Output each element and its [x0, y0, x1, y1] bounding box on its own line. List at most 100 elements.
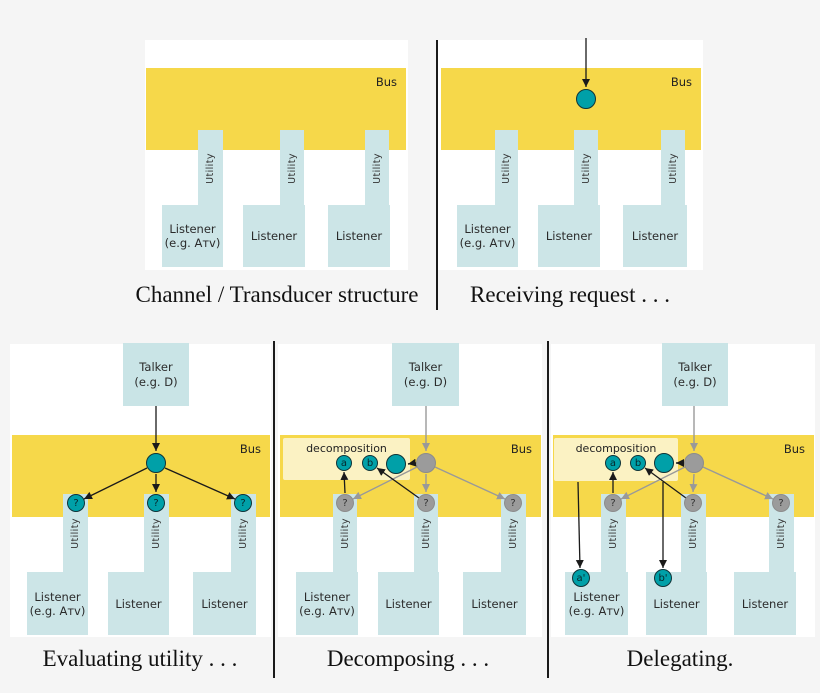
listener-body: Listener: [623, 205, 687, 267]
utility-label: Utility: [339, 518, 351, 549]
utility-query-dot-inactive: ?: [684, 494, 702, 512]
delegated-b-label: b': [658, 572, 668, 584]
utility-label: Utility: [501, 152, 512, 184]
listener-label: Listener: [741, 596, 789, 611]
listener-label: Listener: [545, 229, 593, 243]
listener-utility-stem: Utility: [495, 130, 518, 206]
caption-decomposing: Decomposing . . .: [326, 646, 490, 671]
caption-receiving-request: Receiving request . . .: [470, 282, 670, 307]
utility-label: Utility: [238, 518, 249, 549]
utility-label: Utility: [580, 152, 592, 184]
listener-label: Listener: [169, 222, 216, 236]
listener-label: Listener: [34, 589, 81, 604]
listener-body: Listener(e.g. Aᴛᴠ): [27, 572, 88, 635]
part-b-label: b: [366, 457, 374, 469]
question-label: ?: [778, 497, 784, 509]
listener-label: Listener: [464, 222, 511, 236]
utility-label: Utility: [667, 152, 679, 184]
request-dot: [576, 89, 596, 109]
question-label: ?: [510, 497, 516, 509]
utility-label: Utility: [205, 152, 216, 184]
listener-utility-stem: Utility: [280, 130, 304, 206]
listener-body: Listener: [108, 572, 169, 635]
bus-label: Bus: [670, 75, 692, 89]
utility-label: Utility: [420, 518, 432, 549]
question-label: ?: [690, 497, 696, 509]
listener-body: Listener: [328, 205, 390, 267]
panel-divider: [436, 40, 438, 310]
listener-label: Listener: [385, 596, 432, 611]
listener-label: Listener: [335, 229, 383, 243]
question-label: ?: [240, 497, 246, 509]
bus-label: Bus: [783, 442, 805, 456]
caption-delegating: Delegating.: [626, 646, 734, 671]
talker-eg-label: (e.g. D): [403, 374, 448, 389]
talker-eg-label: (e.g. D): [673, 374, 717, 389]
listener-utility-stem: Utility: [198, 130, 223, 206]
part-a-label: a: [609, 457, 617, 469]
listener-body: Listener: [243, 205, 305, 267]
talker-label: Talker: [139, 359, 173, 374]
utility-query-dot-inactive: ?: [336, 494, 354, 512]
part-b-label: b: [634, 457, 642, 469]
utility-query-dot-inactive: ?: [772, 494, 790, 512]
utility-query-dot: ?: [234, 494, 252, 512]
listener-body: Listener(e.g. Aᴛᴠ): [296, 572, 358, 635]
delegated-a-label: a': [576, 572, 586, 584]
utility-label: Utility: [508, 518, 519, 549]
talker-box: Talker (e.g. D): [123, 343, 189, 406]
decomposition-label: decomposition: [575, 442, 657, 455]
request-dot-inactive: [684, 453, 704, 473]
panel-divider: [273, 341, 275, 678]
utility-label: Utility: [371, 152, 383, 184]
utility-query-dot-inactive: ?: [604, 494, 622, 512]
talker-box: Talker (e.g. D): [392, 343, 459, 406]
bus-label: Bus: [510, 442, 532, 456]
part-a-dot: a: [336, 455, 352, 471]
listener-eg-label: (e.g. Aᴛᴠ): [459, 236, 516, 250]
utility-label: Utility: [688, 518, 699, 549]
delegated-b-dot: b': [654, 569, 672, 587]
listener-body: Listener: [378, 572, 439, 635]
listener-body: Listener: [463, 572, 526, 635]
talker-box: Talker (e.g. D): [662, 343, 728, 406]
question-label: ?: [423, 497, 429, 509]
utility-label: Utility: [286, 152, 298, 184]
listener-utility-stem: Utility: [661, 130, 685, 206]
decomposition-label: decomposition: [306, 442, 387, 455]
request-part-dot: [654, 453, 674, 473]
utility-label: Utility: [151, 518, 162, 549]
listener-utility-stem: Utility: [365, 130, 389, 206]
caption-evaluating-utility: Evaluating utility . . .: [42, 646, 238, 671]
question-label: ?: [73, 497, 79, 509]
listener-label: Listener: [471, 596, 518, 611]
listener-eg-label: (e.g. Aᴛᴠ): [29, 603, 86, 618]
utility-query-dot-inactive: ?: [417, 494, 435, 512]
listener-body: Listener: [538, 205, 600, 267]
part-b-dot: b: [630, 455, 646, 471]
listener-label: Listener: [653, 596, 700, 611]
part-b-dot: b: [362, 455, 378, 471]
utility-query-dot-inactive: ?: [504, 494, 522, 512]
listener-eg-label: (e.g. Aᴛᴠ): [299, 603, 355, 618]
listener-body: Listener(e.g. Aᴛᴠ): [457, 205, 518, 267]
bus-label: Bus: [239, 442, 261, 456]
caption-channel-structure: Channel / Transducer structure: [135, 282, 419, 307]
panel-divider: [547, 341, 549, 678]
question-label: ?: [610, 497, 616, 509]
bus-bar: Bus: [146, 68, 406, 150]
talker-label: Talker: [408, 359, 443, 374]
listener-eg-label: (e.g. Aᴛᴠ): [164, 236, 221, 250]
listener-eg-label: (e.g. Aᴛᴠ): [568, 603, 625, 618]
listener-body: Listener(e.g. Aᴛᴠ): [162, 205, 223, 267]
utility-label: Utility: [776, 518, 787, 549]
utility-label: Utility: [608, 518, 619, 549]
bus-bar: Bus: [441, 68, 701, 150]
request-part-dot: [386, 454, 406, 474]
utility-label: Utility: [70, 518, 81, 549]
listener-label: Listener: [303, 589, 351, 604]
listener-label: Listener: [201, 596, 248, 611]
utility-query-dot: ?: [67, 494, 85, 512]
listener-label: Listener: [250, 229, 298, 243]
